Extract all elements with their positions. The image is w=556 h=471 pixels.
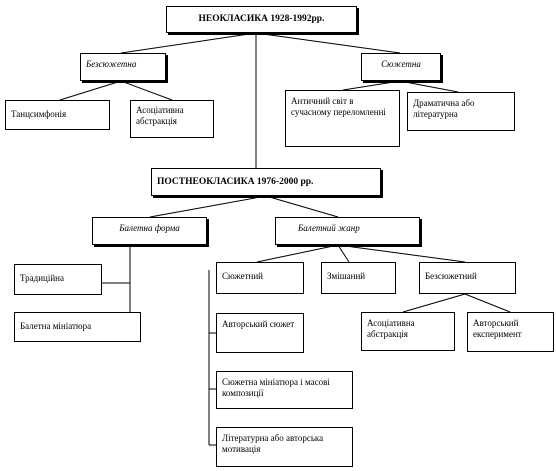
connector [337,244,466,263]
node-associative-abstraction-2-label: Асоціативна абстракція [367,318,415,339]
node-tantssymfoniia: Танцсимфонія [5,100,110,130]
node-plotless-genre-label: Безсюжетний [425,271,477,281]
connector [399,80,459,93]
node-ballet-form: Балетна форма [92,217,207,245]
node-literary-motivation-label: Літературна або авторська мотивація [222,433,324,454]
connector [337,244,350,263]
node-mixed: Змішаний [321,262,396,294]
node-literary-motivation: Літературна або авторська мотивація [216,427,353,467]
post-node-label: ПОСТНЕОКЛАСИКА 1976-2000 рр. [157,177,314,187]
node-traditional-label: Традиційна [20,273,64,283]
node-traditional: Традиційна [14,264,102,295]
node-plot-label: Сюжетна [381,59,421,69]
node-associative-abstraction-1-label: Асоціативна абстракція [136,105,184,126]
node-plotted-label: Сюжетний [222,271,263,281]
connector [255,32,401,54]
node-ballet-miniature-label: Балетна мініатюра [20,321,92,331]
post-node: ПОСТНЕОКЛАСИКА 1976-2000 рр. [151,168,381,196]
node-plot-miniature-label: Сюжетна мініатюра і масові композиції [222,377,330,398]
connector [256,244,339,263]
node-tantssymfoniia-label: Танцсимфонія [11,109,67,119]
node-ballet-form-label: Балетна форма [119,223,180,233]
node-author-experiment: Авторський експеримент [467,312,554,352]
node-antique-world-label: Античний світ в сучасному переломленні [291,96,386,117]
node-plotless: Безсюжетна [80,53,166,81]
node-plot-miniature: Сюжетна мініатюра і масові композиції [216,371,353,409]
node-plotless-label: Безсюжетна [86,59,137,69]
node-author-plot: Авторський сюжет [216,313,304,353]
root-node-label: НЕОКЛАСИКА 1928-1992рр. [198,14,325,24]
connector [149,195,267,218]
node-ballet-genre: Балетний жанр [275,217,420,245]
connector [59,80,122,101]
node-associative-abstraction-1: Асоціативна абстракція [130,100,214,138]
node-dramatic-literary-label: Драматична або літературна [413,98,475,119]
connector [265,195,339,218]
node-plot: Сюжетна [361,53,441,81]
node-plotless-genre: Безсюжетний [419,262,516,294]
connector [120,80,173,101]
connector [342,80,401,91]
node-ballet-genre-label: Балетний жанр [298,223,360,233]
connector [120,32,257,54]
node-mixed-label: Змішаний [327,271,366,281]
node-ballet-miniature: Балетна мініатюра [14,312,141,342]
node-associative-abstraction-2: Асоціативна абстракція [361,312,455,351]
node-author-experiment-label: Авторський експеримент [473,318,522,339]
root-node: НЕОКЛАСИКА 1928-1992рр. [166,6,357,33]
node-author-plot-label: Авторський сюжет [222,319,295,329]
connector [464,293,511,313]
node-antique-world: Античний світ в сучасному переломленні [285,90,400,147]
node-plotted: Сюжетний [216,262,304,294]
connector [402,293,466,313]
node-dramatic-literary: Драматична або літературна [407,92,515,131]
